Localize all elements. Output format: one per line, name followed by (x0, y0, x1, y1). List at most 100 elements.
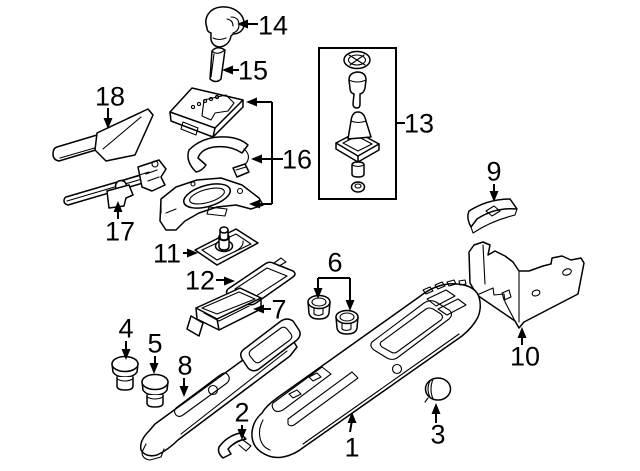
callout-label-12[interactable]: 12 (185, 266, 215, 296)
part-1-console-body-shape (422, 279, 467, 295)
callout-arrowhead-icon (237, 429, 247, 440)
part-13-shifter-repair-kit-shape (350, 120, 367, 124)
callout-8[interactable]: 8 (177, 351, 193, 397)
part-7-storage-tray-shape (186, 315, 204, 337)
callout-4[interactable]: 4 (118, 314, 134, 360)
parts-artwork (52, 6, 585, 461)
part-2-clip-bracket-shape (230, 438, 246, 447)
callout-17[interactable]: 17 (105, 201, 135, 247)
part-16-shift-housing-set-shape (187, 136, 249, 173)
part-6-cup-inserts-shape (335, 309, 359, 325)
part-13-shifter-repair-kit-shape (354, 183, 362, 189)
part-2-clip-bracket-shape (238, 439, 252, 452)
callout-2[interactable]: 2 (234, 398, 250, 440)
part-9-bracket-cap (467, 198, 518, 234)
part-10-side-cover-shape (476, 287, 516, 322)
part-1-console-body-shape (271, 366, 332, 413)
callout-18[interactable]: 18 (95, 82, 125, 129)
part-16-shift-housing-set-shape (180, 121, 199, 136)
callout-label-5[interactable]: 5 (147, 329, 162, 359)
callout-3[interactable]: 3 (430, 403, 446, 450)
callout-label-11[interactable]: 11 (153, 239, 181, 269)
part-16-shift-housing-set-shape (169, 87, 244, 129)
callout-15[interactable]: 15 (222, 56, 268, 86)
part-18-brake-handle-boot-shape (94, 108, 154, 162)
callout-label-16[interactable]: 16 (282, 145, 312, 175)
callout-arrowhead-icon (224, 276, 235, 286)
part-14-shift-knob-shape (212, 37, 227, 41)
part-13-shifter-repair-kit-shape (348, 71, 367, 109)
part-16-shift-housing-set-shape (159, 177, 264, 231)
part-10-side-cover-shape (501, 289, 512, 301)
part-13-shifter-repair-kit-shape (348, 79, 367, 83)
callout-12[interactable]: 12 (185, 266, 235, 296)
callout-arrowhead-icon (121, 349, 131, 360)
part-4-cap-plug-shape (111, 355, 139, 373)
part-1-console-body-shape (288, 372, 322, 399)
part-10-side-cover-shape (531, 289, 541, 297)
part-16-shift-housing-set-shape (232, 163, 250, 178)
part-16-shift-housing-set-shape (182, 183, 232, 209)
part-13-shifter-repair-kit (335, 50, 380, 193)
part-13-shifter-repair-kit-shape (351, 164, 365, 168)
callout-label-13[interactable]: 13 (404, 109, 434, 139)
callout-label-17[interactable]: 17 (105, 217, 135, 247)
callout-label-18[interactable]: 18 (95, 82, 125, 112)
part-16-shift-housing-set-shape (236, 187, 244, 195)
callout-label-9[interactable]: 9 (486, 157, 501, 187)
callout-label-15[interactable]: 15 (238, 56, 268, 86)
callout-14[interactable]: 14 (237, 11, 288, 41)
part-15-lever-boot-shape (210, 53, 215, 78)
part-6-cup-inserts-shape (341, 322, 352, 332)
part-18-brake-handle-boot (52, 108, 154, 162)
callout-arrowhead-icon (345, 300, 355, 311)
callout-1[interactable]: 1 (344, 412, 360, 463)
part-7-storage-tray-shape (203, 305, 250, 322)
callout-11[interactable]: 11 (153, 239, 198, 269)
callout-label-7[interactable]: 7 (271, 295, 286, 325)
callout-9[interactable]: 9 (486, 157, 502, 202)
part-16-shift-housing-set-shape (190, 104, 196, 110)
part-6-cup-inserts-shape (313, 307, 324, 317)
callout-label-2[interactable]: 2 (234, 398, 249, 428)
callout-label-1[interactable]: 1 (344, 433, 359, 463)
part-11-boot-base-plate (194, 226, 259, 266)
part-13-shifter-repair-kit-shape (351, 161, 365, 178)
callout-label-10[interactable]: 10 (510, 342, 540, 372)
part-18-brake-handle-boot-shape (102, 116, 142, 150)
part-6-cup-inserts-shape (339, 312, 355, 322)
callout-arrowhead-icon (179, 386, 189, 397)
part-8-side-trim-panel-shape (248, 326, 293, 364)
part-1-console-body-shape (391, 363, 403, 375)
part-17-brake-lever-shape (151, 160, 159, 168)
part-13-shifter-repair-kit-shape (347, 54, 367, 66)
part-6-cup-inserts-shape (311, 297, 327, 307)
part-8-side-trim-panel-shape (141, 443, 165, 461)
part-8-side-trim-panel-shape (239, 318, 301, 372)
part-8-side-trim-panel (139, 318, 301, 461)
part-10-side-cover-shape (482, 244, 520, 323)
callout-16[interactable]: 16 (246, 97, 312, 209)
part-16-shift-housing-set-shape (189, 187, 225, 205)
callout-13[interactable]: 13 (318, 47, 434, 200)
part-10-side-cover-shape (468, 241, 585, 329)
part-10-side-cover-shape (562, 268, 572, 276)
part-8-side-trim-panel-shape (207, 384, 219, 396)
callout-arrowhead-icon (249, 199, 260, 209)
callout-label-3[interactable]: 3 (430, 420, 445, 450)
callout-10[interactable]: 10 (510, 327, 540, 372)
part-7-storage-tray (186, 287, 262, 337)
callout-arrowhead-icon (517, 327, 527, 338)
callout-label-14[interactable]: 14 (258, 11, 288, 41)
part-14-shift-knob-shape (230, 16, 240, 34)
callout-6[interactable]: 6 (313, 248, 355, 311)
part-1-console-body-shape (287, 371, 359, 427)
callout-label-4[interactable]: 4 (118, 314, 133, 344)
callout-7[interactable]: 7 (253, 295, 287, 325)
callout-label-8[interactable]: 8 (177, 351, 192, 381)
callout-label-6[interactable]: 6 (327, 248, 342, 278)
callout-5[interactable]: 5 (147, 329, 163, 374)
